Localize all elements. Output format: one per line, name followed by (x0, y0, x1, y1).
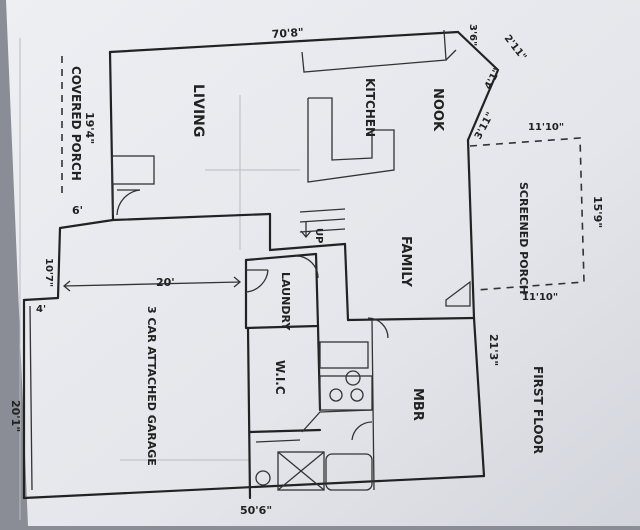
dim-bottom-width: 50'6" (240, 504, 272, 517)
dim-porch-depth: 6' (72, 204, 83, 217)
dim-garage-span: 20' (156, 276, 175, 289)
first-floor-label: FIRST FLOOR (531, 366, 545, 454)
covered-porch-label: COVERED PORCH (69, 66, 83, 181)
family-label: FAMILY (398, 236, 413, 287)
dim-garage-small: 4' (36, 304, 46, 315)
faint-guidelines (19, 38, 300, 520)
screened-porch-label: SCREENED PORCH (517, 182, 530, 294)
screened-porch-outline (469, 137, 585, 291)
dim-porch-length: 19'4" (83, 112, 96, 144)
garage-label: 3 CAR ATTACHED GARAGE (145, 306, 158, 466)
dim-garage-offset: 10'7" (43, 258, 54, 287)
dim-top-width: 70'8" (271, 26, 304, 41)
laundry-label: LAUNDRY (279, 272, 292, 331)
dim-nook-small: 3'6" (467, 24, 478, 46)
dim-screened-bottom: 11'10" (522, 292, 558, 303)
interior-walls (244, 208, 476, 500)
kitchen-label: KITCHEN (363, 78, 377, 137)
stair-up-label: UP (313, 228, 324, 243)
dim-mbr-side: 21'3" (487, 334, 500, 366)
dim-garage-depth: 20'1" (9, 400, 22, 432)
dim-screened-top: 11'10" (528, 122, 564, 133)
kitchen-upper-cabinets (301, 29, 457, 73)
living-label: LIVING (190, 84, 206, 137)
exterior-walls (22, 30, 500, 500)
dim-screened-side: 15'9" (591, 196, 604, 228)
nook-label: NOOK (430, 88, 445, 132)
kitchen-island (307, 97, 395, 183)
dimension-lines (62, 276, 242, 292)
wic-label: W.I.C (273, 360, 287, 395)
living-fireplace (111, 155, 155, 216)
mbr-label: MBR (410, 388, 425, 421)
